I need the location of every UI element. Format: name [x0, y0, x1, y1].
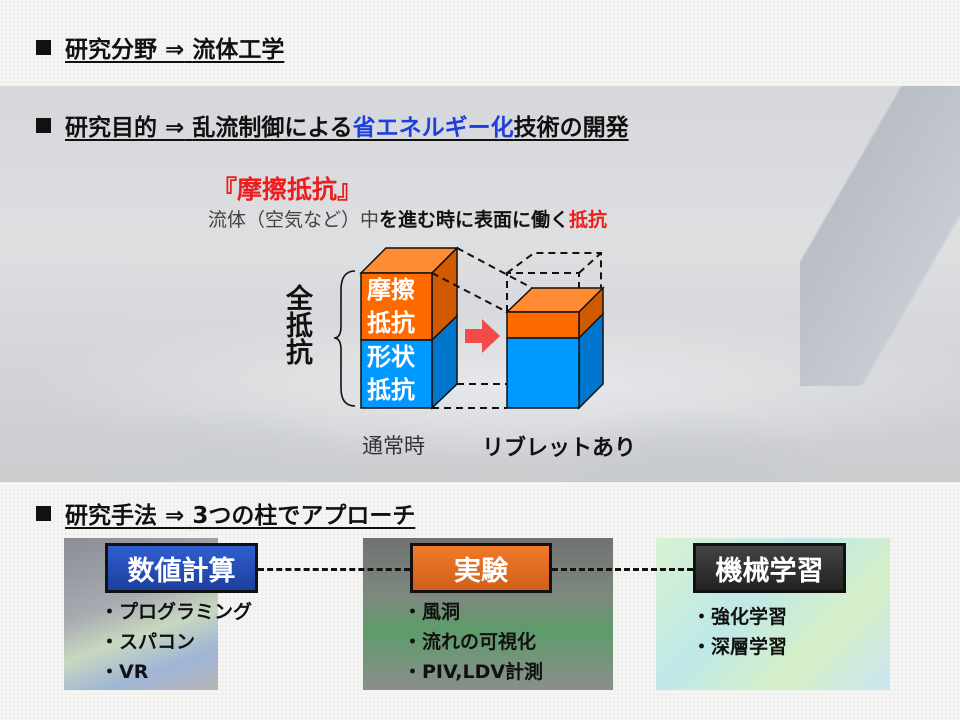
reduction-dashed-outline — [431, 247, 602, 409]
list-item: ・流れの可視化 — [403, 631, 537, 653]
method-experiment: 実験 — [410, 543, 552, 593]
heading-field: 研究分野 ⇒ 流体工学 — [36, 30, 284, 64]
method-machine-learning: 機械学習 — [693, 543, 846, 593]
list-item: ・深層学習 — [692, 636, 788, 658]
total-drag-label: 全抵抗 — [281, 284, 312, 365]
list-item: ・風洞 — [403, 601, 461, 623]
connector-line — [258, 568, 410, 571]
airplane-tail-image — [800, 86, 960, 386]
square-bullet-icon — [36, 117, 51, 133]
riblet-label: リブレットあり — [482, 436, 637, 461]
square-bullet-icon — [36, 505, 51, 521]
numerical-items: ・プログラミング ・スパコン ・VR — [100, 597, 252, 687]
normal-label: 通常時 — [362, 434, 425, 458]
reduced-shape-block — [506, 337, 580, 409]
list-item: ・PIV,LDV計測 — [403, 661, 544, 683]
square-bullet-icon — [36, 39, 51, 55]
reduced-friction-block — [506, 311, 580, 339]
heading-purpose: 研究目的 ⇒ 乱流制御による省エネルギー化技術の開発 — [36, 108, 629, 142]
shape-drag-label: 形状抵抗 — [367, 343, 415, 404]
brace-icon — [333, 270, 356, 407]
friction-drag-block — [360, 272, 433, 341]
drag-diagram — [333, 246, 605, 410]
friction-drag-label: 摩擦抵抗 — [367, 276, 415, 337]
list-item: ・スパコン — [100, 631, 196, 653]
shape-drag-block — [360, 339, 433, 409]
connector-line — [552, 568, 693, 571]
heading-method: 研究手法 ⇒ 3つの柱でアプローチ — [36, 496, 415, 530]
method-numerical: 数値計算 — [105, 543, 258, 593]
right-arrow-icon — [465, 319, 500, 353]
list-item: ・強化学習 — [692, 606, 788, 628]
ml-items: ・強化学習 ・深層学習 — [692, 602, 787, 662]
experiment-items: ・風洞 ・流れの可視化 ・PIV,LDV計測 — [403, 597, 543, 687]
list-item: ・VR — [100, 661, 149, 683]
list-item: ・プログラミング — [100, 601, 253, 623]
friction-description: 流体（空気など）中を進む時に表面に働く抵抗 — [208, 209, 608, 231]
friction-title: 『摩擦抵抗』 — [212, 175, 363, 204]
